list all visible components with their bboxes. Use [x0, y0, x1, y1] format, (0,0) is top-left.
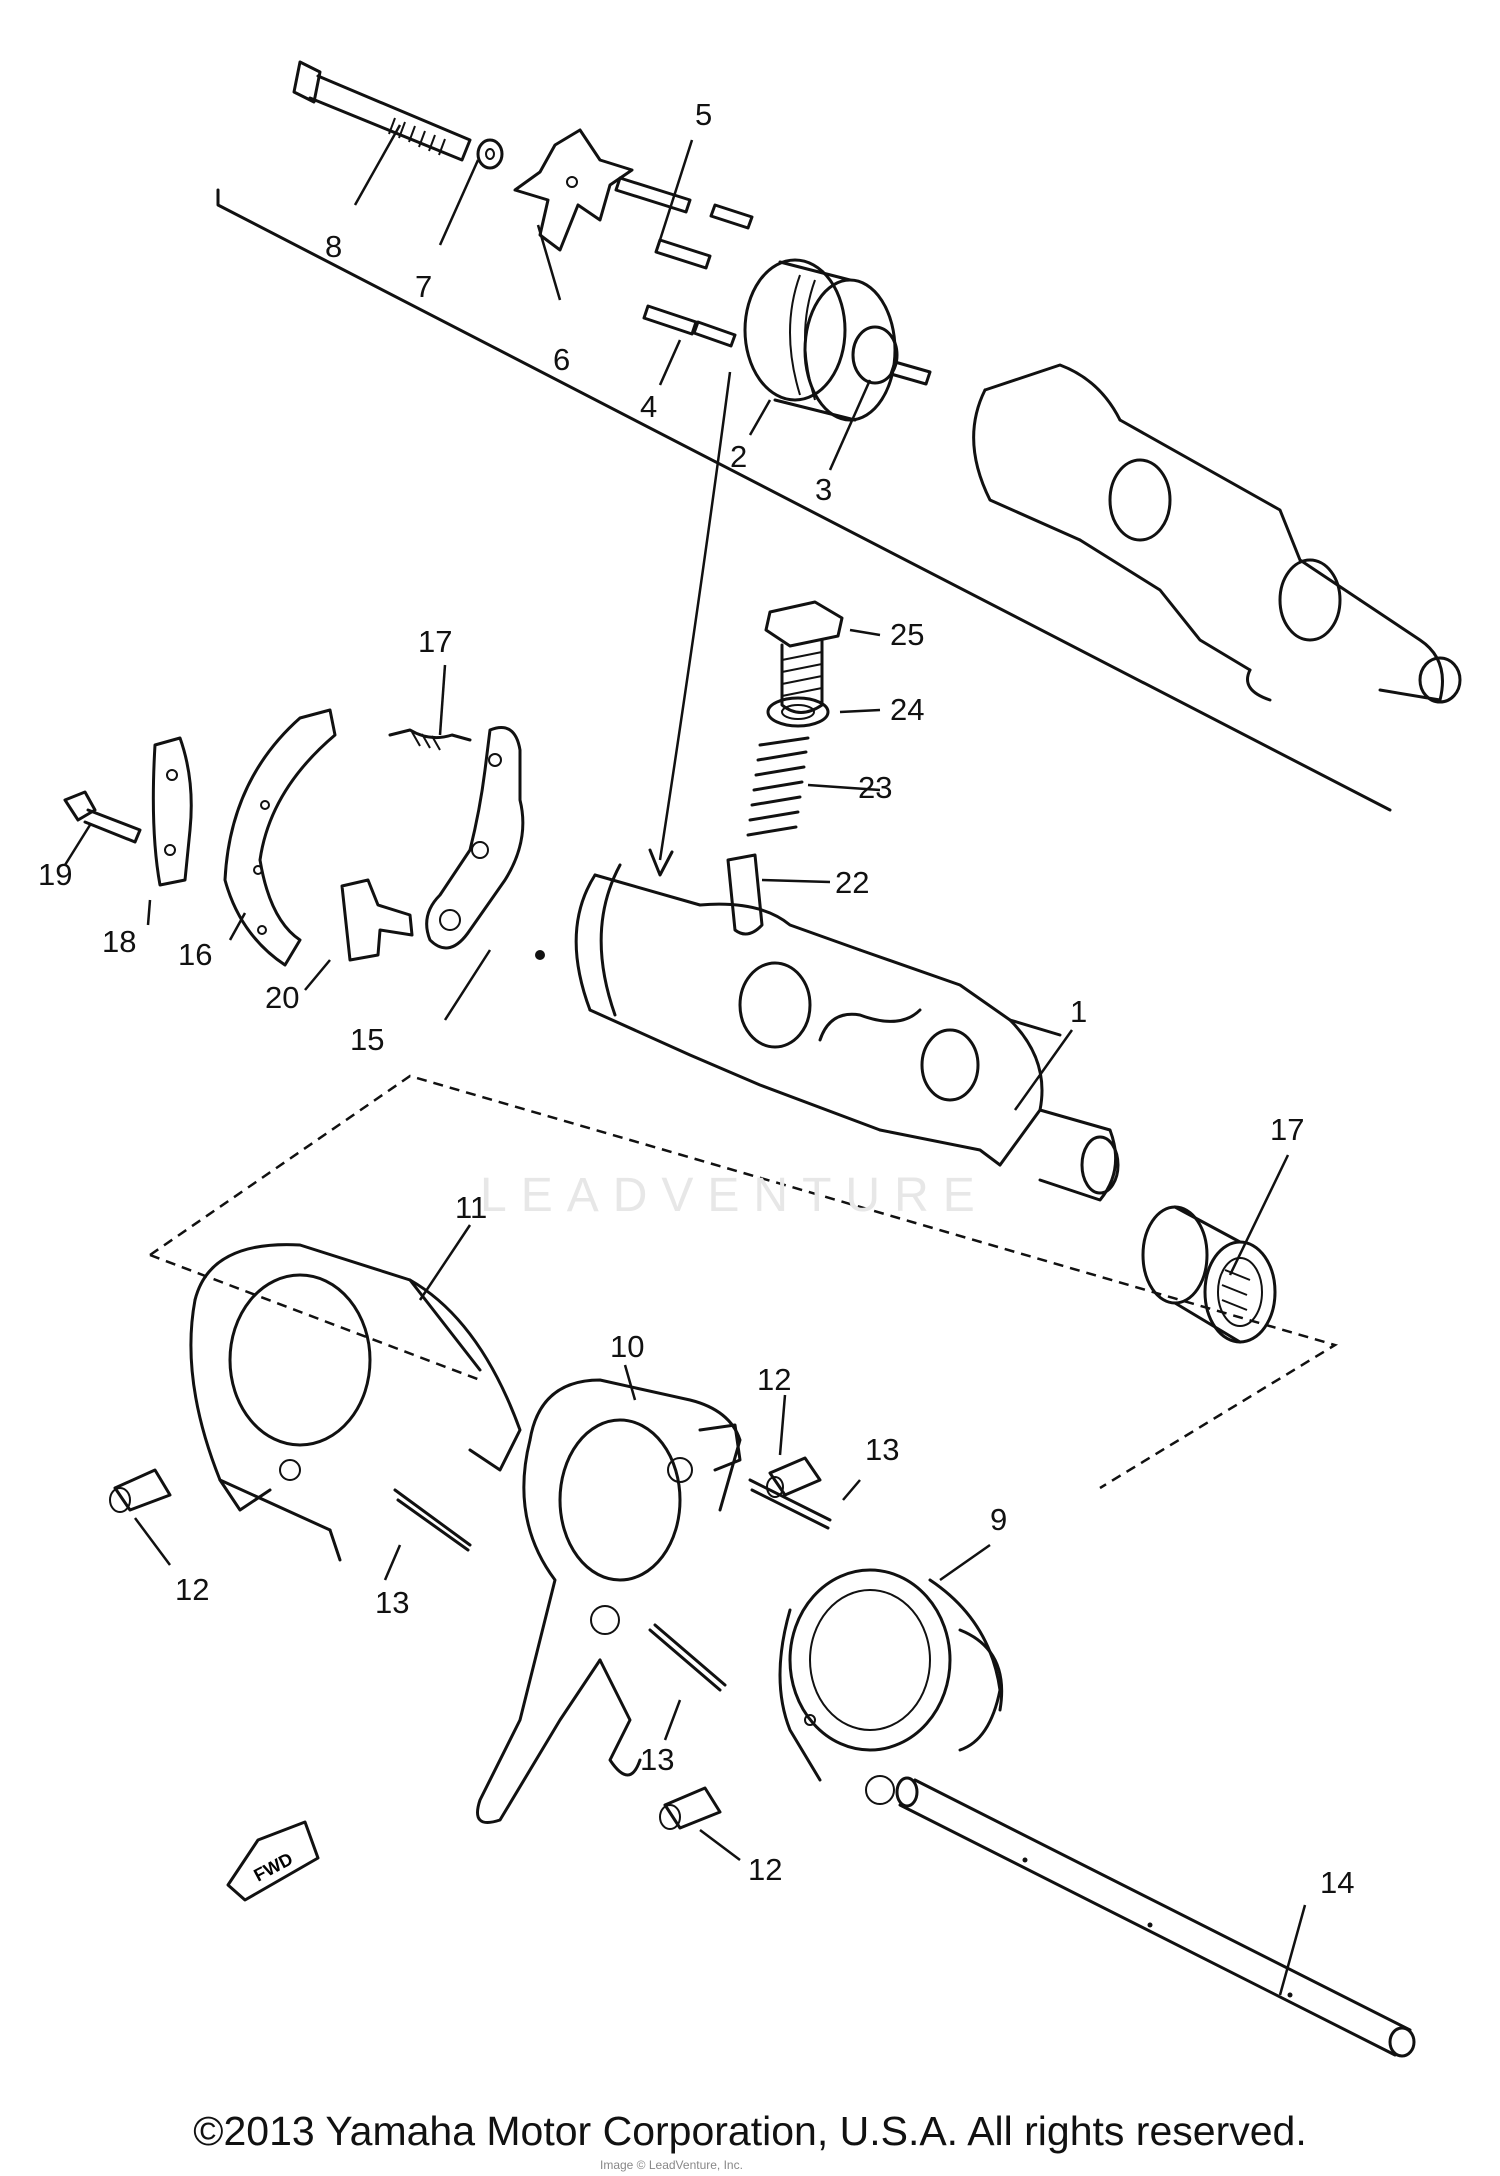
callout-6: 6: [553, 342, 570, 377]
part-25-plug-bolt: [764, 600, 844, 714]
part-6-star-plate: [513, 128, 634, 252]
callout-17: 18: [102, 924, 136, 959]
callout-9: 9: [990, 1502, 1007, 1537]
part-15-bearing: [1141, 1205, 1277, 1344]
part-20-shaft: [340, 878, 414, 962]
callout-4: 4: [640, 389, 657, 424]
part-21-spring: [388, 728, 472, 751]
copyright-notice: ©2013 Yamaha Motor Corporation, U.S.A. A…: [193, 2108, 1307, 2154]
part-24-gasket: [766, 696, 830, 728]
part-16-guide: [223, 708, 337, 967]
part-9-shift-fork: [778, 1568, 1004, 1805]
assembly-arrow: [658, 371, 732, 861]
part-12-pin-c: [659, 1786, 722, 1830]
callout-14: 14: [1320, 1865, 1354, 1900]
callout-19: 15: [350, 1022, 384, 1057]
part-4-pins: [642, 304, 737, 348]
callout-5: 5: [695, 97, 712, 132]
part-8-bolt: [292, 60, 472, 162]
callout-3: 3: [815, 472, 832, 507]
callout-11: 11: [455, 1190, 487, 1225]
part-7-washer: [476, 138, 504, 170]
callout-12-b: 12: [175, 1572, 209, 1607]
image-credit: Image © LeadVenture, Inc.: [600, 2158, 743, 2172]
part-3-pin: [889, 360, 932, 386]
callout-15: 17: [1270, 1112, 1304, 1147]
callout-25: 25: [890, 617, 924, 652]
part-22-stopper-pin: [726, 853, 764, 936]
part-10-shift-fork: [476, 1378, 742, 1824]
callout-8: 8: [325, 229, 342, 264]
callout-20: 20: [265, 980, 299, 1015]
part-1-shift-drum: [535, 863, 1120, 1202]
shift-drum-ghost: [972, 363, 1462, 704]
part-18-screw: [63, 790, 142, 844]
callout-23: 23: [858, 770, 892, 805]
upper-boundary-line: [216, 188, 1392, 812]
callout-18: 19: [38, 857, 72, 892]
part-14-shift-shaft: [895, 1776, 1416, 2058]
part-12-pin-b: [109, 1468, 172, 1513]
callout-13-a: 13: [865, 1432, 899, 1467]
callout-numbers: 5 8 7 6 4 2 3 17 25 24 23 22 19 18 16 20…: [38, 97, 1354, 1900]
callout-7: 7: [415, 269, 432, 304]
callout-21: 17: [418, 624, 452, 659]
fwd-arrow-icon: FWD: [226, 1820, 320, 1902]
part-17-plate: [151, 736, 193, 887]
part-11-shift-fork: [189, 1243, 522, 1562]
callout-10: 10: [610, 1329, 644, 1364]
part-13-cotter-a: [393, 1488, 472, 1552]
callout-24: 24: [890, 692, 924, 727]
leader-lines: [63, 124, 1307, 1996]
callout-13-c: 13: [640, 1742, 674, 1777]
part-13-cotter-c: [648, 1623, 727, 1692]
callout-16: 16: [178, 937, 212, 972]
callout-22: 22: [835, 865, 869, 900]
part-13-cotter-b: [748, 1478, 832, 1530]
callout-1: 1: [1070, 994, 1087, 1029]
callout-12-a: 12: [757, 1362, 791, 1397]
lower-boundary: [149, 1074, 1339, 1490]
part-2-cam: [743, 258, 899, 422]
callout-2: 2: [730, 439, 747, 474]
part-19-shift-arm: [425, 726, 525, 950]
fwd-label: FWD: [250, 1849, 296, 1886]
watermark: LEADVENTURE: [480, 1169, 989, 1222]
callout-13-b: 13: [375, 1585, 409, 1620]
callout-12-c: 12: [748, 1852, 782, 1887]
part-23-spring: [746, 736, 810, 837]
part-5-pins: [614, 176, 754, 270]
